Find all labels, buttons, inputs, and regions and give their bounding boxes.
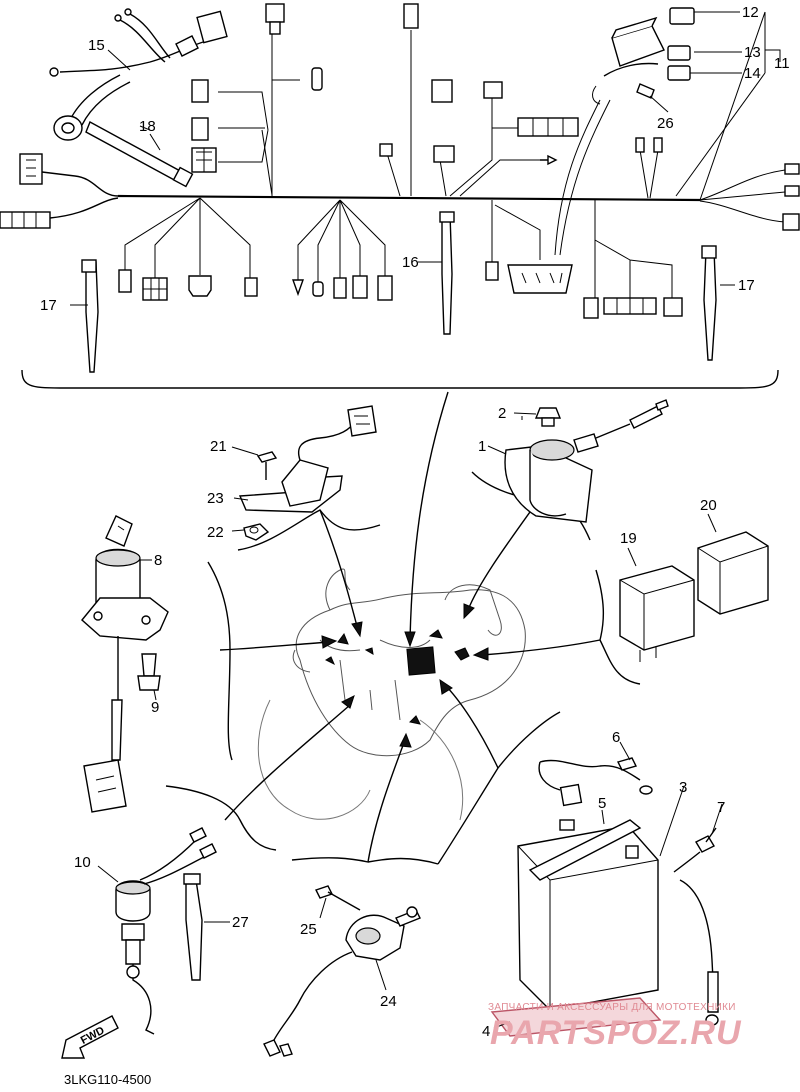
callout-12: 12 <box>742 4 759 21</box>
callout-numbers: 1 2 3 4 5 6 7 8 9 10 11 12 13 14 15 16 1… <box>40 4 790 1040</box>
battery-assembly <box>490 757 719 1037</box>
callout-1: 1 <box>478 438 486 455</box>
fwd-label: FWD <box>79 1024 107 1046</box>
callout-18: 18 <box>139 118 156 135</box>
callout-2: 2 <box>498 405 506 422</box>
callout-11: 11 <box>774 55 790 72</box>
top-leaders <box>70 11 781 306</box>
sensor-24 <box>263 885 421 1057</box>
diagram-code: 3LKG110-4500 <box>64 1072 151 1087</box>
watermark: ЗАПЧАСТИ И АКСЕССУАРЫ ДЛЯ МОТОТЕХНИКИ PA… <box>488 1002 742 1052</box>
starter-relay <box>504 399 669 523</box>
callout-24: 24 <box>380 993 397 1010</box>
callout-9: 9 <box>151 699 159 716</box>
callout-21: 21 <box>210 438 227 455</box>
fwd-arrow: FWD <box>61 1015 119 1059</box>
callout-22: 22 <box>207 524 224 541</box>
callout-25: 25 <box>300 921 317 938</box>
callout-27: 27 <box>232 914 249 931</box>
switch-10 <box>115 827 217 1035</box>
callout-14: 14 <box>744 65 761 82</box>
callout-6: 6 <box>612 729 620 746</box>
callout-16: 16 <box>402 254 419 271</box>
motorcycle-outline <box>257 568 526 821</box>
callout-19: 19 <box>620 530 637 547</box>
callout-4: 4 <box>482 1023 490 1040</box>
callout-15: 15 <box>88 37 105 54</box>
main-switch <box>81 515 169 813</box>
callout-23: 23 <box>207 490 224 507</box>
bracket-21-23 <box>238 405 377 541</box>
callout-17-left: 17 <box>40 297 57 314</box>
callout-20: 20 <box>700 497 717 514</box>
wire-harness <box>0 3 800 373</box>
callout-8: 8 <box>154 552 162 569</box>
callout-7: 7 <box>717 799 725 816</box>
harness-bracket <box>21 369 779 389</box>
callout-5: 5 <box>598 795 606 812</box>
callout-26: 26 <box>657 115 674 132</box>
callout-10: 10 <box>74 854 91 871</box>
callout-17-right: 17 <box>738 277 755 294</box>
relays-19-20 <box>619 531 769 662</box>
watermark-line1: ЗАПЧАСТИ И АКСЕССУАРЫ ДЛЯ МОТОТЕХНИКИ <box>488 1002 736 1013</box>
callout-3: 3 <box>679 779 687 796</box>
callout-13: 13 <box>744 44 761 61</box>
watermark-line2: PARTSPOZ.RU <box>490 1014 742 1052</box>
pointer-arrows <box>165 391 641 865</box>
lower-leaders <box>97 412 723 1029</box>
